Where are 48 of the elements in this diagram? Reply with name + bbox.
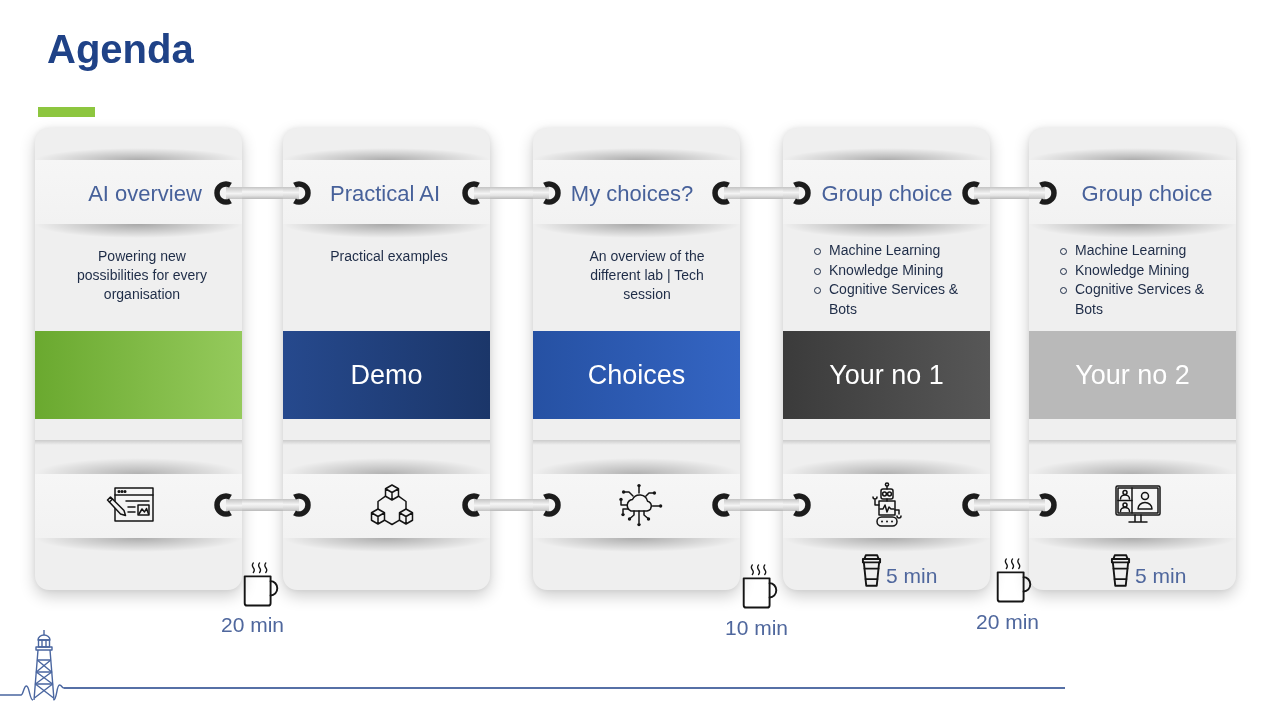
list-item: Knowledge Mining xyxy=(1075,260,1190,280)
agenda-card xyxy=(283,128,490,590)
header-strip xyxy=(783,148,990,238)
binder-link xyxy=(214,493,311,517)
card-title: Group choice xyxy=(821,180,953,208)
card-title: Practical AI xyxy=(330,180,440,208)
icon-strip xyxy=(1029,458,1236,552)
list-item: Machine Learning xyxy=(1075,241,1187,260)
list-item: Machine Learning xyxy=(829,241,941,260)
card-description: Practical examples xyxy=(330,247,448,266)
break-duration: 10 min xyxy=(725,615,789,640)
binder-link xyxy=(462,493,561,517)
break-duration: 5 min xyxy=(886,563,938,588)
header-strip xyxy=(533,148,740,238)
break-duration: 20 min xyxy=(221,612,285,637)
session-band: Your no 1 xyxy=(783,331,990,419)
session-band: Demo xyxy=(283,331,490,419)
card-title: Group choice xyxy=(1081,180,1213,208)
session-band xyxy=(35,331,242,419)
list-item: Cognitive Services & Bots xyxy=(829,280,960,319)
binder-link xyxy=(712,493,811,517)
agenda-card xyxy=(35,128,242,590)
binder-link xyxy=(214,181,311,205)
binder-link xyxy=(962,181,1057,205)
page-title: Agenda xyxy=(47,26,194,72)
icon-strip xyxy=(283,458,490,552)
card-title: AI overview xyxy=(88,180,202,208)
list-item: Knowledge Mining xyxy=(829,260,944,280)
session-band: Your no 2 xyxy=(1029,331,1236,419)
agenda-card xyxy=(533,128,740,590)
binder-link xyxy=(712,181,811,205)
agenda-card xyxy=(1029,128,1236,590)
icon-strip xyxy=(35,458,242,552)
header-strip xyxy=(1029,148,1236,238)
card-description: An overview of the different lab | Tech session xyxy=(588,247,706,304)
icon-strip xyxy=(783,458,990,552)
break-duration: 5 min xyxy=(1135,563,1187,588)
break-duration: 20 min xyxy=(976,609,1040,634)
header-strip xyxy=(283,148,490,238)
header-strip xyxy=(35,148,242,238)
agenda-card xyxy=(783,128,990,590)
session-band: Choices xyxy=(533,331,740,419)
binder-link xyxy=(462,181,561,205)
icon-strip xyxy=(533,458,740,552)
list-item: Cognitive Services & Bots xyxy=(1075,280,1206,319)
binder-link xyxy=(962,493,1057,517)
card-description: Powering new possibilities for every organisation xyxy=(76,247,208,304)
card-title: My choices? xyxy=(570,180,694,208)
